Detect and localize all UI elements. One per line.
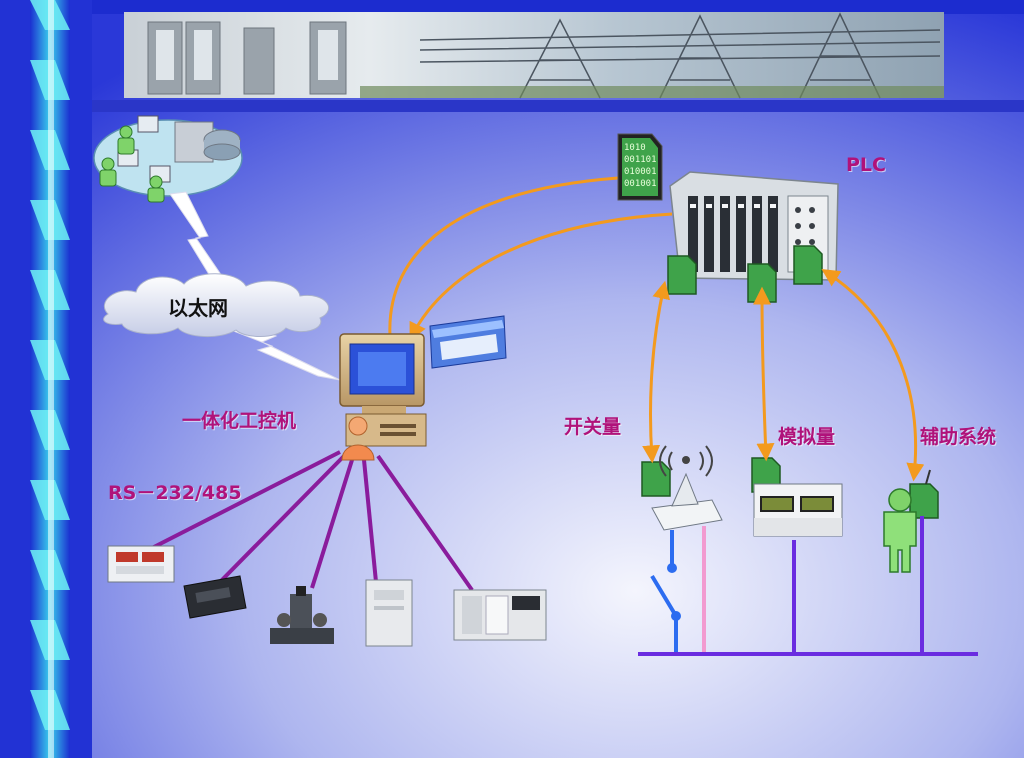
binary-text-line: 1010 <box>624 143 646 153</box>
software-window-thumbnail <box>429 315 507 369</box>
operator-icon <box>341 416 375 461</box>
plc-field-links <box>642 269 925 482</box>
auxiliary-person-icon <box>883 469 931 573</box>
header-substation-photo <box>124 12 944 99</box>
analog-meter-icon <box>753 483 843 537</box>
rs-bus-label: RS－232/485 <box>108 482 242 504</box>
ethernet-cloud <box>103 273 330 338</box>
server-icon <box>174 121 241 163</box>
header-rule <box>60 100 1024 112</box>
rs-device-meter-2 <box>183 575 247 619</box>
orange-link-plc-to-controller-inner <box>409 212 673 341</box>
knife-switch-icon <box>650 530 681 652</box>
orange-link-controller-to-plc-outer <box>388 176 619 337</box>
wireless-antenna-icon <box>651 445 723 531</box>
binary-text-line: 010001 <box>624 167 657 177</box>
field-bus <box>638 516 978 656</box>
rs-device-cabinet <box>365 579 413 647</box>
ethernet-network-icon <box>93 115 243 203</box>
switch-quantity-label: 开关量 <box>564 416 622 438</box>
rs-device-meter-1 <box>107 545 175 583</box>
binary-text-line: 001001 <box>624 179 657 189</box>
binary-document-icon-large: 1010 001101 010001 001001 <box>617 133 663 201</box>
auxiliary-system-label: 辅助系统 <box>920 426 997 448</box>
user-icons <box>99 125 165 203</box>
industrial-computer-icon <box>339 333 427 461</box>
analog-quantity-label: 模拟量 <box>778 426 836 448</box>
left-decorative-strip <box>0 0 92 758</box>
plc-label: PLC <box>846 154 886 176</box>
rs-device-hydraulic-unit <box>270 586 334 644</box>
rs-device-panel <box>453 589 547 641</box>
rs-bus-links <box>151 450 474 592</box>
ethernet-label: 以太网 <box>168 296 228 320</box>
binary-text-line: 001101 <box>624 155 657 165</box>
controller-label: 一体化工控机 <box>182 410 297 432</box>
